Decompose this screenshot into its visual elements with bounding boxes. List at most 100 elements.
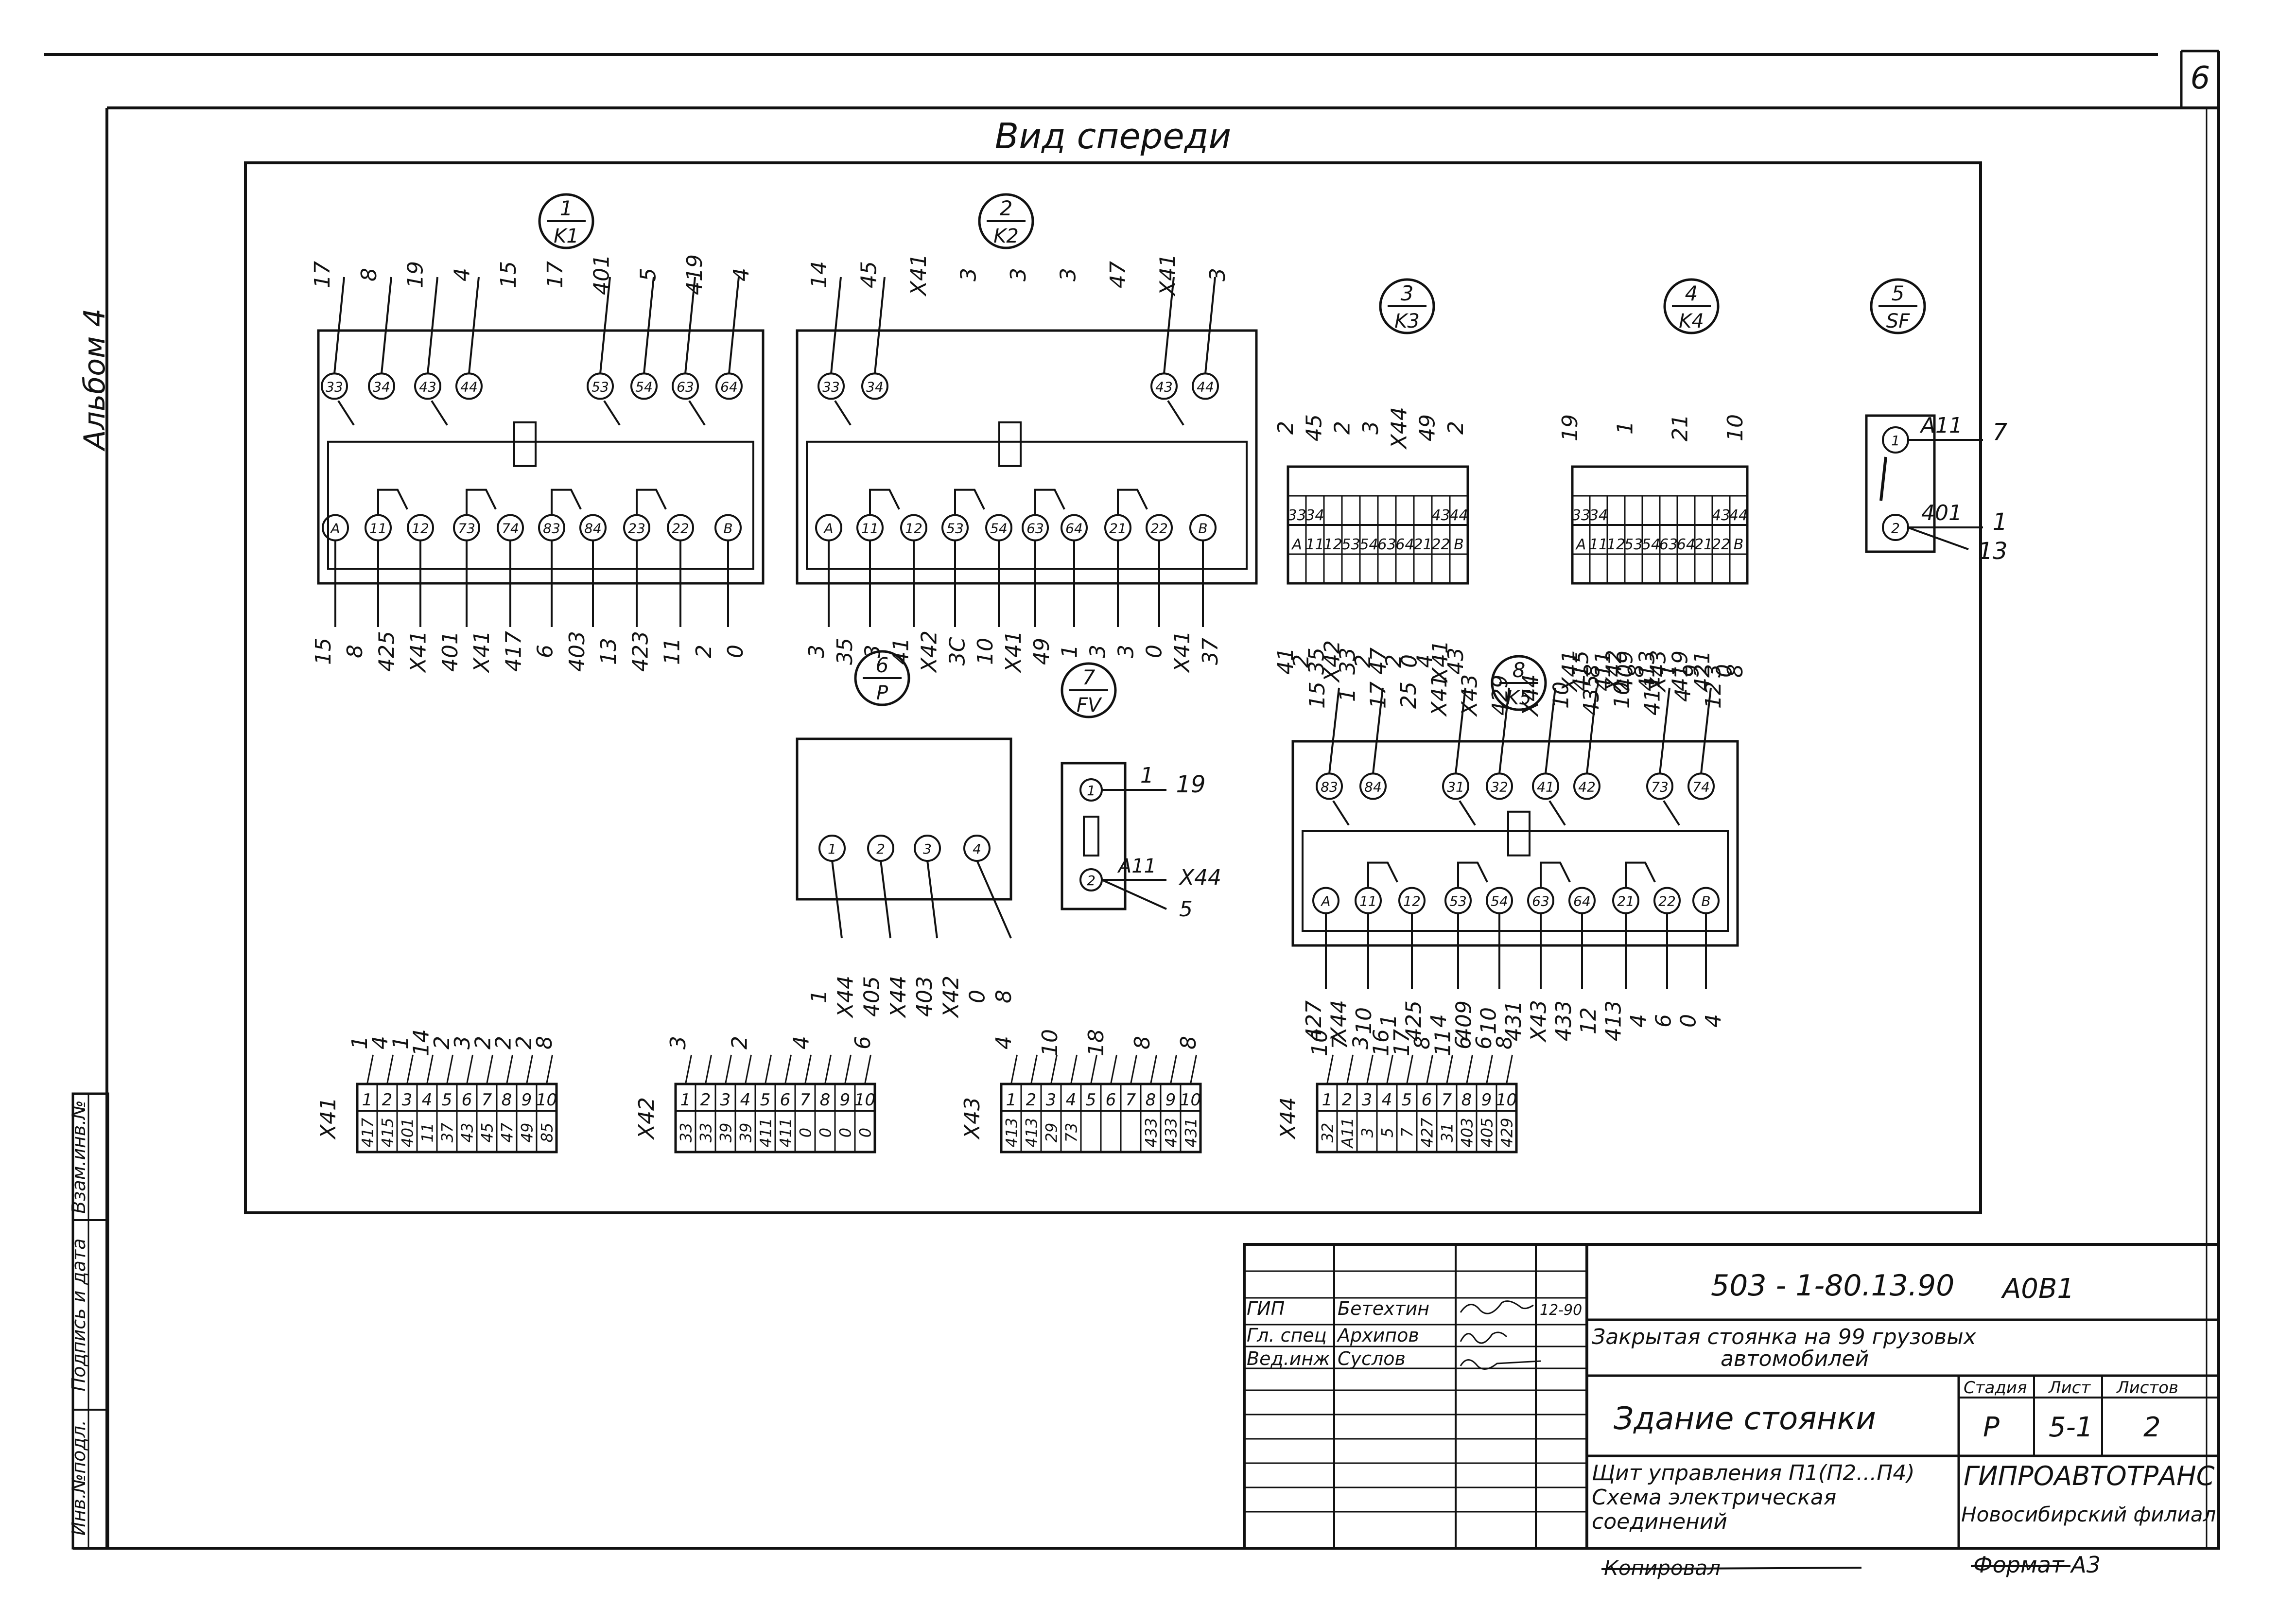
dev-k1-top-wire: [427, 277, 438, 374]
x41-strip-wire: [406, 1054, 414, 1084]
dev-k3-bottom-wire-label: 43: [1444, 647, 1468, 675]
dev-k4-top-terminal: 34: [1589, 507, 1608, 524]
dev-k5-contact-blade: [1548, 800, 1566, 826]
dev-k5-housing: [1291, 740, 1739, 947]
dev-k3-top-wire-label: 2: [1273, 421, 1298, 435]
sheet-label: Лист: [2048, 1378, 2091, 1398]
dev-sf-wire-label: A11: [1919, 413, 1963, 438]
dev-k1-bottom-wire-label: 13: [596, 638, 621, 665]
dev-k2-bottom-terminal-label: 21: [1109, 521, 1127, 537]
name-lead-eng: Суслов: [1338, 1348, 1406, 1369]
dev-k1-top-terminal-label: 34: [373, 379, 390, 395]
dev-k1-top-wire-label: 419: [682, 254, 707, 295]
x42-strip-value: 39: [737, 1123, 755, 1143]
dev-k4-bottom-terminal: 11: [1589, 536, 1608, 553]
dev-k5-bottom-terminal-label: 22: [1658, 893, 1676, 909]
x44-strip-wire: [1366, 1054, 1374, 1084]
dev-k2-bottom-wire-label: 0: [1142, 645, 1166, 658]
x41-strip-top-wire-label: 1: [388, 1036, 413, 1049]
dev-k4-bottom-terminal: A: [1575, 536, 1586, 553]
x44-strip-value: 32: [1319, 1123, 1337, 1143]
dev-fv-housing: [1061, 762, 1127, 910]
x44-strip-wire: [1406, 1054, 1413, 1084]
dev-k4-top-terminal: 43: [1712, 507, 1730, 524]
dev-k3-bottom-wire-label: 4: [1412, 654, 1437, 668]
paper-format: Формат А3: [1973, 1552, 2101, 1578]
dev-k2-top-terminal-label: 34: [866, 379, 884, 395]
dev-k2-top-wire: [1204, 277, 1216, 374]
dev-k1-badge-number: 1: [560, 196, 573, 220]
organization-name: ГИПРОАВТОТРАНС: [1964, 1461, 2215, 1491]
dev-k5-bottom-wire-label: 10: [1477, 1007, 1501, 1034]
dev-k5-badge-code: K5: [1506, 687, 1531, 709]
dev-k5-bottom-terminal-label: 64: [1573, 893, 1591, 909]
x44-strip-value: 427: [1418, 1118, 1437, 1148]
dev-k5-top-terminal-label: 74: [1692, 779, 1710, 795]
dev-k4-bottom-terminal: 53: [1624, 536, 1643, 553]
dev-k3-bottom-terminal: 12: [1323, 536, 1342, 553]
dev-k5-top-wire-label: 15: [1305, 682, 1330, 709]
x41-strip-wire: [526, 1054, 533, 1084]
dev-k5-contact-blade: [1663, 800, 1680, 826]
sheet-frame: 6 Альбом 4 Вид спереди: [44, 50, 2220, 1550]
x44-strip-top-wire-label: 6: [1451, 1036, 1476, 1049]
side-stamp-replace: Взам.инв.№: [68, 1100, 89, 1214]
x44-strip-column-number: 2: [1342, 1090, 1353, 1110]
dev-p-badge-circle: [854, 650, 910, 706]
x44-strip-wire: [1346, 1054, 1354, 1084]
x44-strip-column-number: 3: [1362, 1090, 1373, 1110]
dev-k5-bottom-terminal-label: 12: [1403, 893, 1421, 909]
dev-k1-contact-link: [636, 489, 667, 514]
dev-p-wire: [880, 860, 891, 939]
dev-k1-bottom-terminal-label: 73: [458, 521, 475, 537]
x42-strip-column-number: 4: [740, 1090, 751, 1110]
x43-strip-column-number: 5: [1086, 1090, 1096, 1110]
x44-strip-column-number: 8: [1461, 1090, 1472, 1110]
x43-strip-column-number: 4: [1066, 1090, 1077, 1110]
dev-k2-top-wire-label: 3: [1056, 268, 1081, 281]
dev-k1-contact-link: [466, 489, 497, 514]
sheets-label: Листов: [2116, 1378, 2178, 1398]
x41-strip-column-number: 10: [536, 1090, 557, 1110]
x41-strip-top-wire-label: 1: [348, 1036, 372, 1049]
x44-strip-value: 31: [1438, 1123, 1457, 1143]
dev-k5-top-wire-label: 1: [1336, 688, 1360, 702]
dev-k5-bottom-wire-label: 425: [1402, 1000, 1426, 1041]
dev-k5-contact-link: [1625, 861, 1656, 887]
x44-strip-top-wire-label: 3: [1348, 1036, 1373, 1049]
dev-sf-terminal-label: 2: [1891, 520, 1900, 536]
x41-strip-top-wire-label: 4: [368, 1036, 393, 1049]
album-label: Альбом 4: [78, 309, 112, 452]
dev-k3-top-wire-label: 3: [1358, 421, 1383, 435]
stage-value: P: [1983, 1412, 2000, 1443]
x41-strip-column-number: 2: [382, 1090, 393, 1110]
dev-k1-top-wire: [643, 277, 655, 374]
dev-k4-bottom-wire-label: 409: [1613, 650, 1637, 691]
dev-k1-contact-blade: [431, 400, 448, 426]
dev-k5-bottom-wire-label: X44: [1326, 1000, 1351, 1043]
x43-strip-wire: [1190, 1054, 1197, 1084]
object-name-line2: автомобилей: [1721, 1346, 1869, 1371]
dev-k2-bottom-wire-label: 3: [804, 645, 829, 658]
dev-k5-top-wire-label: 4: [1670, 688, 1695, 702]
x41-strip-wire: [546, 1054, 553, 1084]
dev-k2-top-terminal-label: 44: [1197, 379, 1214, 395]
dev-p-wire-label: X44: [886, 976, 911, 1018]
x42-strip-value: 411: [777, 1118, 795, 1147]
x41-strip-top-wire-label: 14: [409, 1029, 434, 1056]
name-chief-spec: Архипов: [1336, 1325, 1419, 1346]
dev-k2-housing: [796, 329, 1258, 585]
dev-k1-top-terminal-label: 53: [591, 379, 609, 395]
x42-strip-value: 39: [717, 1123, 735, 1143]
dev-k1-top-wire-label: 4: [729, 268, 754, 281]
x43-strip-value: 29: [1043, 1123, 1061, 1143]
dev-k5-contact-frame: [1302, 830, 1729, 932]
x42-strip-wire: [705, 1054, 712, 1084]
x41-strip-wire: [426, 1054, 434, 1084]
dev-k1-bottom-wire-label: 417: [501, 631, 526, 672]
